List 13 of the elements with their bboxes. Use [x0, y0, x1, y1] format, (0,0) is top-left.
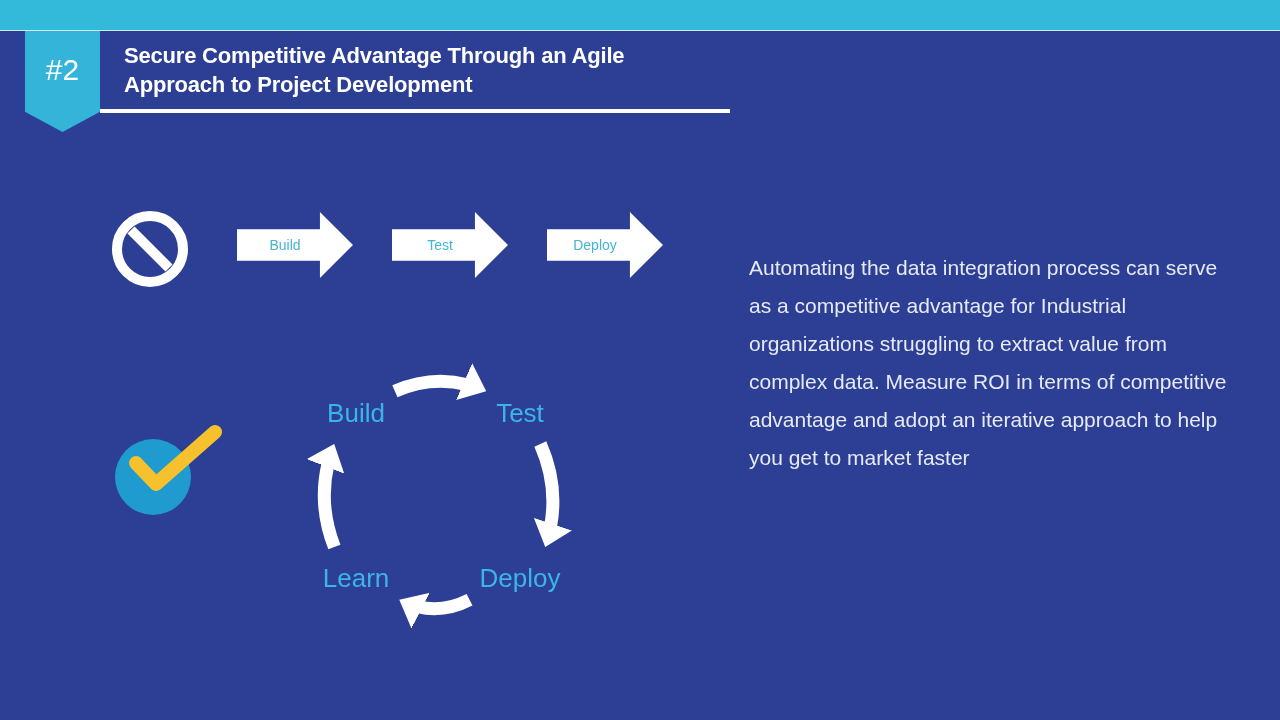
cycle-arrow: [533, 441, 572, 549]
cycle-arrow: [307, 441, 346, 550]
slide-title: Secure Competitive Advantage Through an Agile Approach to Project Development: [124, 42, 626, 99]
cycle-arrow: [392, 363, 489, 401]
step-label: Test: [486, 382, 554, 444]
process-step: Deploy: [547, 212, 663, 278]
process-step: Build: [237, 212, 353, 278]
body-text: Automating the data integration process can serve as a competitive advantage for Industrial organizations struggling to extract value from complex data. Measure ROI in terms of competitive advantage and adopt an iterative approach to help you get to market faster: [749, 255, 1228, 471]
process-step: Test: [392, 212, 508, 278]
number-badge: #2: [25, 31, 100, 132]
step-label: Build: [317, 382, 395, 444]
step-label: Deploy: [469, 547, 571, 609]
step-label: Learn: [312, 547, 400, 609]
